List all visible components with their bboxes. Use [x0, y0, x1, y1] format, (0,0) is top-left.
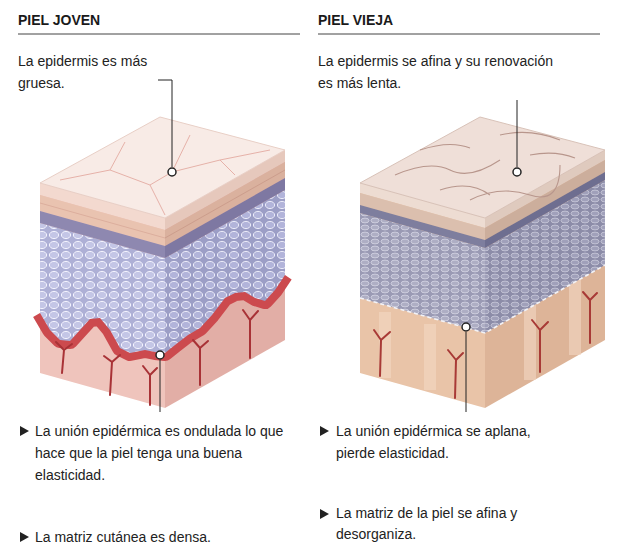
- annotation-text: La epidermis se afina y su renovación es…: [318, 50, 568, 94]
- callout-dot: [156, 351, 164, 359]
- leader-line: [158, 80, 172, 167]
- bullet-text: La unión epidérmica se aplana, pierde el…: [336, 420, 546, 464]
- callout-dot: [462, 323, 470, 331]
- column-heading: PIEL JOVEN: [18, 10, 298, 30]
- bullet-triangle: [320, 426, 329, 436]
- young-skin-block: [40, 117, 285, 408]
- bullet-triangle: [20, 426, 29, 436]
- annotation-text: La epidermis es más gruesa.: [18, 50, 148, 94]
- callout-dot: [168, 168, 176, 176]
- leader-line: [517, 100, 518, 167]
- bullet-text: La matriz de la piel se afina y desorgan…: [336, 503, 576, 545]
- bullet-text: La unión epidérmica es ondulada lo que h…: [35, 420, 300, 486]
- leader-line: [160, 360, 161, 412]
- column-heading: PIEL VIEJA: [318, 10, 598, 30]
- bullet-triangle: [320, 509, 329, 519]
- leader-line: [466, 332, 467, 412]
- bullet-triangle: [20, 532, 29, 542]
- old-skin-block: [360, 117, 605, 408]
- heading-rule: [318, 34, 600, 35]
- callout-dot: [513, 168, 521, 176]
- heading-rule: [18, 34, 300, 35]
- bullet-text: La matriz cutánea es densa.: [35, 527, 300, 547]
